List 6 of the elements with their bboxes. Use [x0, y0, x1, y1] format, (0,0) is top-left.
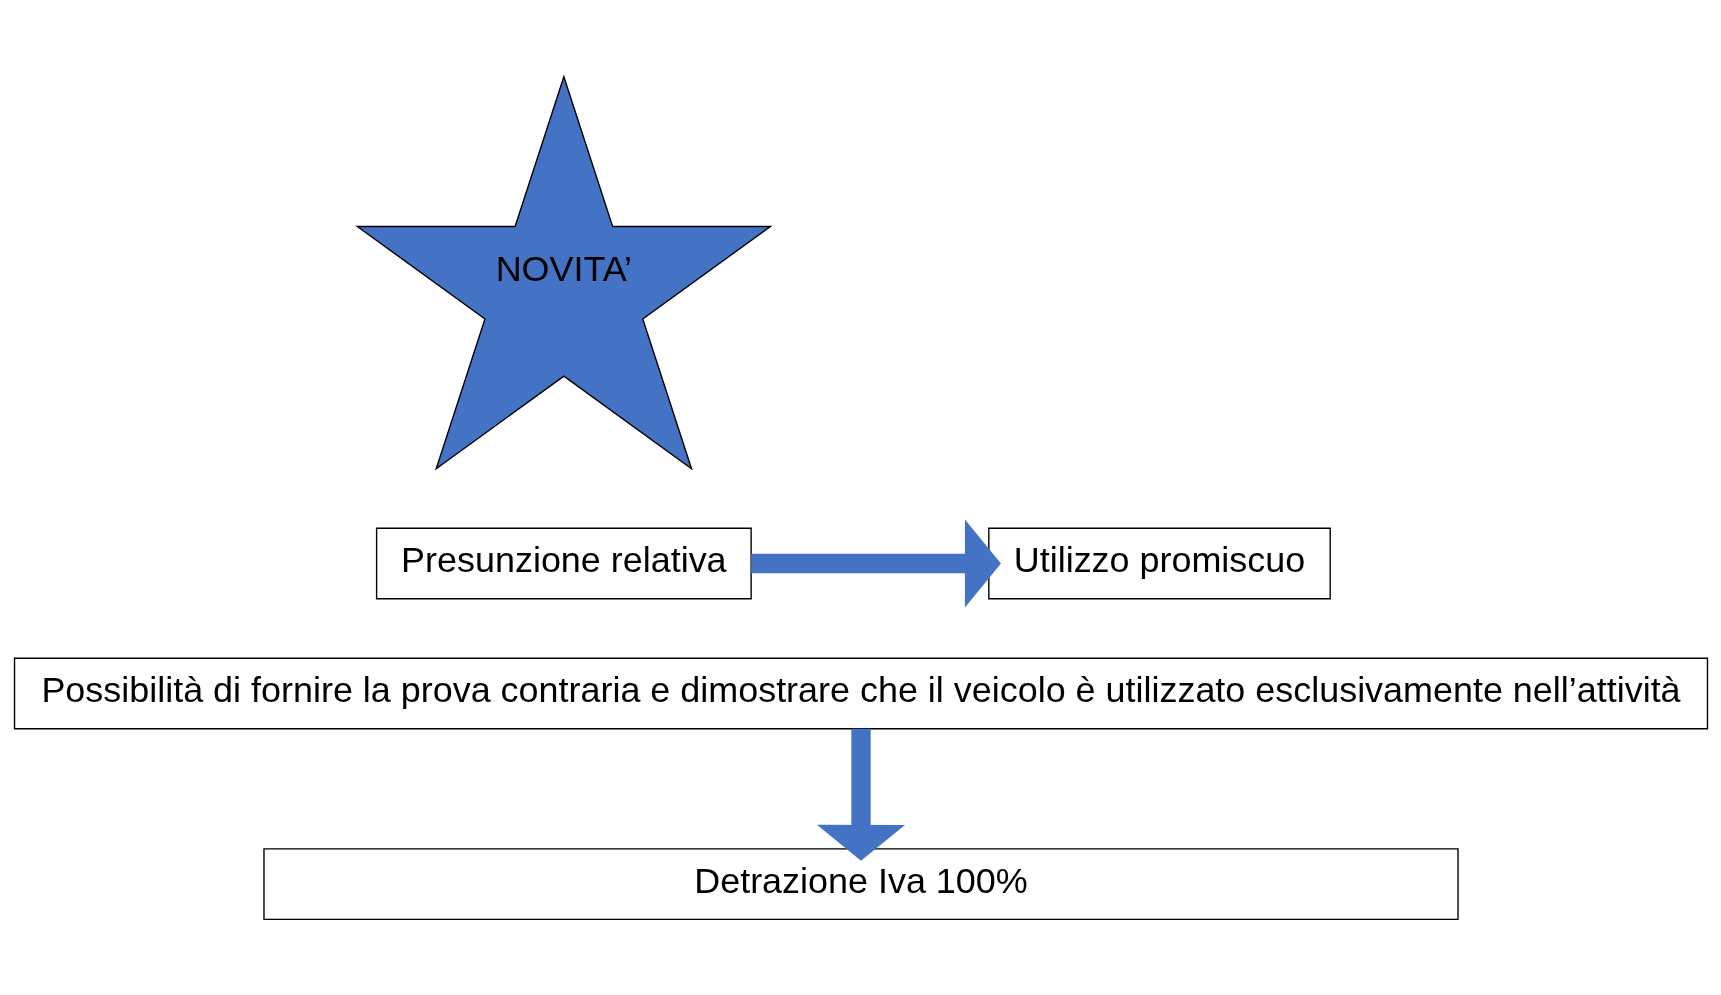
node-box: Presunzione relativa [375, 527, 752, 599]
node-box: Possibilità di fornire la prova contraria e dimostrare che il veicolo è utilizzato esclusivamente nell’attività [13, 657, 1708, 729]
node-box: Utilizzo promiscuo [987, 527, 1331, 599]
arrow [750, 518, 1001, 608]
node-box: Detrazione Iva 100% [262, 847, 1459, 920]
arrow [816, 728, 905, 861]
